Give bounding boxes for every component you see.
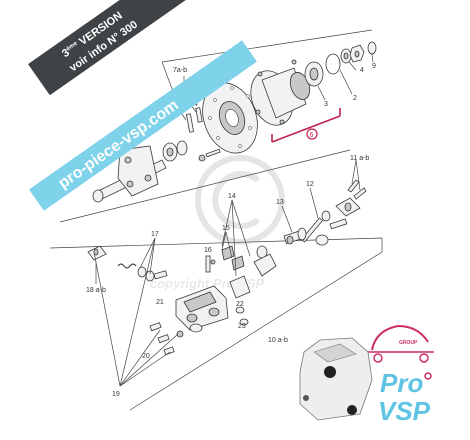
callout-12: 12	[306, 181, 314, 188]
highlight-label: 6	[310, 132, 314, 139]
callout-17: 17	[151, 231, 159, 238]
callout-4-upper: 4	[194, 101, 198, 108]
caliper-small-parts	[149, 306, 249, 356]
callout-22: 22	[236, 301, 244, 308]
callout-10a-b: 10 a-b	[268, 337, 288, 344]
callout-21: 21	[156, 299, 164, 306]
callout-23: 23	[238, 323, 246, 330]
callout-4: 4	[360, 67, 364, 74]
pad-retainer-springs	[87, 245, 168, 282]
callout-7a-b: 7a-b	[173, 67, 187, 74]
brake-disc	[202, 82, 258, 154]
callout-19: 19	[112, 391, 120, 398]
highlight-bracket: 6	[271, 108, 341, 143]
callout-14: 14	[228, 193, 236, 200]
stub-axle	[92, 140, 188, 203]
bleed-screw-set	[335, 179, 367, 217]
callout-11: 11 a-b	[350, 155, 369, 162]
callout-16: 16	[204, 247, 212, 254]
guide-pin-sleeve	[283, 227, 307, 245]
logo-tag: GROUP	[399, 340, 418, 346]
logo-line1: Pro	[380, 368, 423, 398]
callout-13: 13	[276, 199, 284, 206]
brake-caliper	[175, 285, 229, 338]
callout-18a-b: 18 a-b	[86, 287, 106, 294]
callout-9: 9	[372, 63, 376, 70]
brake-pads-springs	[205, 245, 277, 299]
callout-15: 15	[222, 225, 230, 232]
callout-20: 20	[142, 353, 150, 360]
assembly-outline	[49, 29, 383, 411]
callout-labels: 7a-b 5 6 4 3 2 4 9 11 a-b 12 13 14 15 16…	[86, 63, 376, 398]
guide-bolt-long	[300, 210, 348, 246]
version-banner: 3ème VERSION voir info N° 300	[28, 0, 196, 96]
callout-2: 2	[353, 95, 357, 102]
hub-bolts-upper	[186, 107, 221, 162]
car-illustration	[299, 337, 373, 421]
version-prefix: 3	[60, 47, 72, 60]
hub-bearing-stack	[304, 41, 377, 87]
lower-leaders	[93, 159, 361, 387]
logo-line2: VSP	[378, 396, 431, 426]
pro-vsp-logo: GROUP Pro VSP	[366, 324, 434, 426]
callout-3: 3	[324, 101, 328, 108]
